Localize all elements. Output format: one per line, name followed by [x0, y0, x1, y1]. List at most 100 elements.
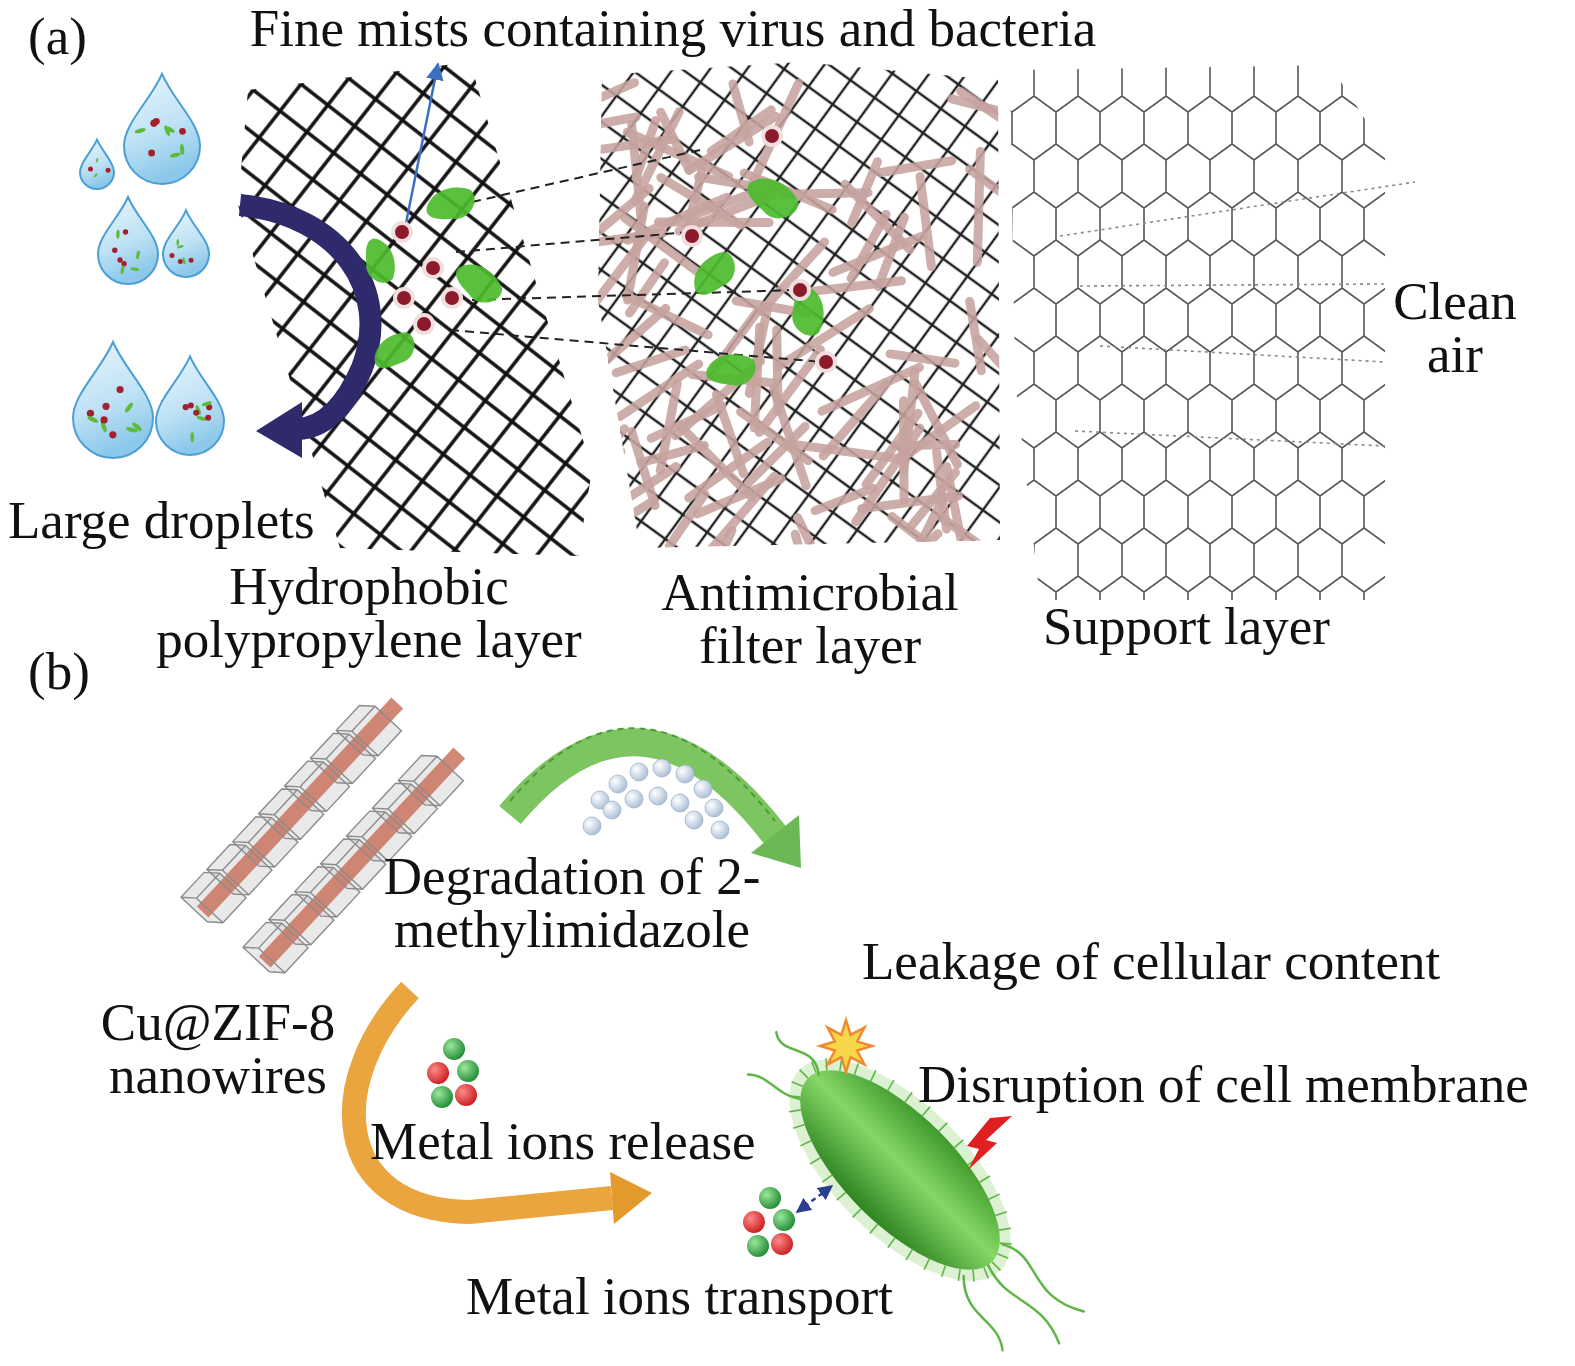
pilus — [793, 1121, 804, 1132]
release-arrow — [354, 990, 612, 1212]
virus-dot — [685, 229, 699, 243]
metal-ion — [743, 1211, 765, 1233]
pilus — [822, 1174, 832, 1184]
support-mesh — [1010, 65, 1385, 600]
bacterium-blob — [688, 244, 742, 304]
metal-ion — [443, 1038, 465, 1060]
molecule-sphere — [583, 817, 601, 835]
virus-dot — [793, 283, 807, 297]
molecule-sphere — [711, 821, 729, 839]
flagellum — [985, 1264, 1064, 1343]
fibre — [970, 301, 982, 370]
pilus — [939, 1123, 947, 1131]
molecule-sphere — [649, 787, 667, 805]
polypropylene-mesh — [238, 62, 592, 556]
degradation-arrow — [510, 742, 775, 835]
fibre — [937, 452, 947, 529]
part-label: Large droplets — [8, 494, 315, 547]
bacterium-mark — [131, 421, 143, 432]
molecule-sphere — [609, 775, 627, 793]
virus-dot — [819, 355, 833, 369]
pilus — [992, 1262, 1000, 1270]
pilus — [869, 1224, 878, 1233]
virus-dot — [123, 229, 128, 234]
effect-label: Leakage of cellular content — [862, 935, 1440, 988]
fibre — [687, 171, 702, 230]
repel-arrow — [240, 205, 370, 429]
virus-halo — [393, 287, 415, 309]
flagellum — [946, 1276, 1020, 1350]
fibre — [555, 451, 621, 516]
capture-lines — [450, 150, 822, 362]
arrow-edge — [510, 728, 775, 821]
bacterium-blob — [702, 346, 760, 395]
virus-dot — [397, 291, 411, 305]
virus-dot — [178, 259, 183, 264]
droplet-outline — [156, 356, 224, 455]
virus-halo — [391, 221, 413, 243]
layer-label: Support layer — [1043, 600, 1330, 653]
bacterium-body — [688, 244, 742, 304]
virus-dot — [183, 404, 189, 410]
fibre — [537, 83, 634, 125]
pilus — [837, 1192, 846, 1201]
virus-dot — [417, 317, 431, 331]
pilus — [868, 1070, 879, 1081]
material-label: Cu@ZIF-8 nanowires — [88, 996, 348, 1102]
virus-dot — [445, 291, 459, 305]
fibre — [626, 296, 708, 335]
pilus — [789, 1105, 801, 1117]
metal-ion — [747, 1235, 769, 1257]
bacterium-mark — [130, 267, 139, 272]
pilus — [904, 1092, 914, 1102]
imidazole-molecules — [583, 759, 729, 839]
droplet-outline — [163, 210, 209, 277]
virus-dot — [148, 150, 155, 157]
bacterium-mark — [134, 127, 146, 134]
flagellum — [748, 1060, 801, 1113]
pilus — [997, 1251, 1008, 1262]
fibre — [628, 197, 728, 240]
pilus — [800, 1138, 811, 1149]
release-arrowhead — [610, 1172, 652, 1224]
panel-letter: (a) — [28, 10, 87, 63]
fibre — [890, 354, 955, 363]
lightning-symbol — [967, 1116, 1012, 1170]
process-label: Degradation of 2-methylimidazole — [357, 850, 787, 956]
pilus — [938, 1265, 949, 1276]
bacterium-mark — [135, 250, 140, 259]
fibre — [881, 161, 952, 173]
fibre — [564, 429, 624, 500]
fibre — [620, 364, 699, 416]
bacterium-mark — [96, 158, 99, 163]
pilus — [851, 1063, 862, 1074]
dashed-line — [472, 290, 798, 300]
virus-dot — [765, 129, 779, 143]
molecule-sphere — [653, 759, 671, 777]
bacterium-mark — [201, 401, 212, 408]
layer-label: Hydrophobic polypropylene layer — [134, 560, 604, 666]
bacterium-blob — [368, 324, 421, 379]
virus-dot — [116, 386, 123, 393]
pilus — [980, 1174, 990, 1184]
dashed-line — [472, 150, 700, 202]
pilus — [810, 1156, 820, 1166]
fibre — [635, 112, 679, 202]
crystal-edge — [398, 748, 463, 813]
repel-arrowhead — [256, 402, 302, 458]
dashed-line — [456, 232, 690, 252]
bacterium-mark — [164, 125, 176, 134]
molecule-sphere — [603, 801, 621, 819]
virus-dot — [169, 253, 174, 258]
virus-dot — [106, 168, 111, 173]
fibre — [680, 426, 752, 498]
virus-halo — [789, 279, 811, 301]
fibre — [580, 500, 654, 546]
fibre — [641, 445, 704, 462]
air-line — [1060, 182, 1415, 236]
air-line — [1100, 346, 1385, 362]
fibre — [822, 367, 920, 411]
droplet — [163, 210, 209, 277]
fibre — [733, 84, 749, 142]
